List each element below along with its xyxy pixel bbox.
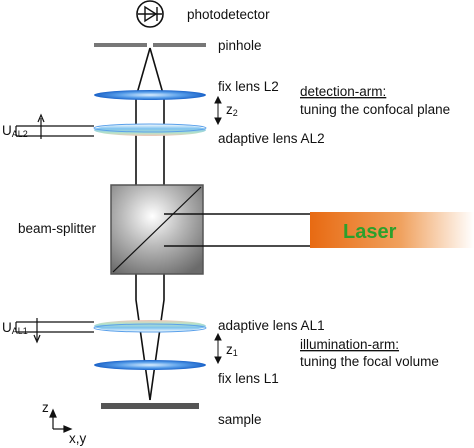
adaptive-lens-al2-label: adaptive lens AL2 <box>218 131 325 146</box>
fix-lens-l2 <box>94 90 206 100</box>
u-al1-connection <box>15 318 94 344</box>
z2-label: z2 <box>226 102 238 118</box>
beam-splitter-label: beam-splitter <box>18 221 97 236</box>
pinhole-plate <box>94 43 206 47</box>
fix-lens-l1 <box>94 360 206 370</box>
photodetector-label: photodetector <box>187 7 270 22</box>
pinhole-label: pinhole <box>218 38 262 53</box>
detection-arm-title: detection-arm: <box>300 84 386 99</box>
adaptive-lens-al2 <box>93 123 207 136</box>
z1-double-arrow <box>214 332 222 365</box>
laser-beam <box>164 213 310 247</box>
fix-lens-l1-label: fix lens L1 <box>218 371 279 386</box>
coordinate-axes <box>49 408 73 433</box>
laser-source <box>310 212 474 248</box>
u-al2-label: UAL2 <box>2 123 28 139</box>
detection-arm-description: tuning the confocal plane <box>300 102 450 117</box>
u-al2-connection <box>15 113 94 139</box>
adaptive-lens-al1 <box>93 320 207 333</box>
axis-xy-label: x,y <box>69 431 87 446</box>
z1-label: z1 <box>226 342 238 358</box>
axis-z-label: z <box>42 400 49 415</box>
u-al1-label: UAL1 <box>2 320 28 336</box>
z2-double-arrow <box>214 95 222 126</box>
fix-lens-l2-label: fix lens L2 <box>218 79 279 94</box>
laser-label: Laser <box>343 221 397 243</box>
illumination-arm-title: illumination-arm: <box>300 337 399 352</box>
adaptive-lens-al1-label: adaptive lens AL1 <box>218 318 325 333</box>
sample-label: sample <box>218 412 262 427</box>
beam-splitter-diagonal <box>112 186 202 273</box>
photodetector-icon <box>136 0 164 28</box>
sample-plate <box>101 403 199 409</box>
illumination-arm-description: tuning the focal volume <box>300 354 439 369</box>
